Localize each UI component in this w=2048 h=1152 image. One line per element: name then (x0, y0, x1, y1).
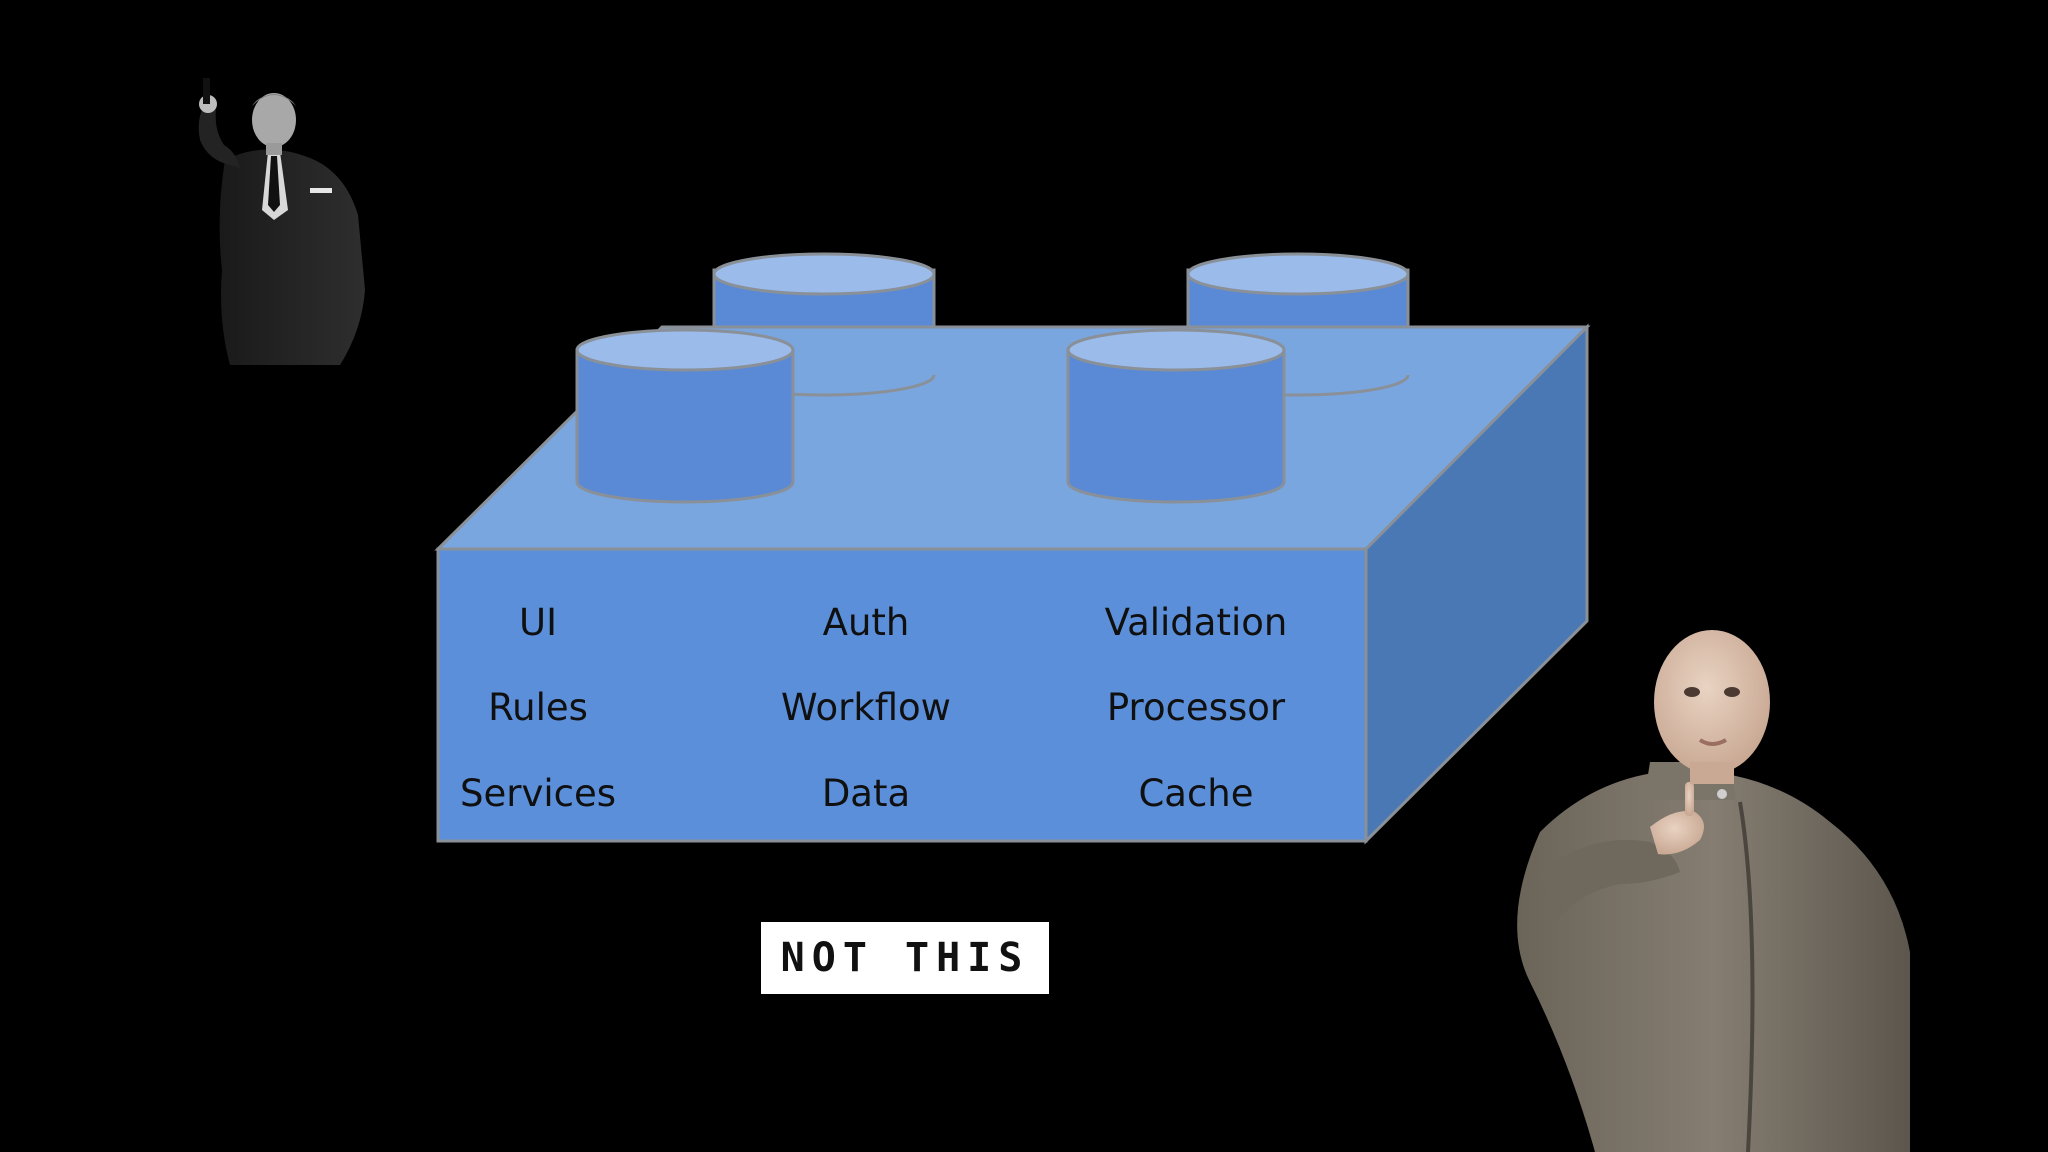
brick-labels: UI Auth Validation Rules Workflow Proces… (438, 586, 1368, 840)
bald-man-figure (1517, 630, 1910, 1152)
stud-front-left (575, 328, 795, 504)
label-services: Services (459, 772, 617, 815)
caption-box: NOT THIS (761, 922, 1049, 994)
label-processor: Processor (1106, 686, 1286, 729)
label-data: Data (821, 772, 911, 815)
stud-front-right (1066, 328, 1286, 504)
label-auth: Auth (822, 601, 910, 644)
label-cache: Cache (1138, 772, 1254, 815)
label-ui: UI (519, 601, 557, 644)
label-workflow: Workflow (781, 686, 951, 729)
man-in-suit-figure (198, 78, 365, 365)
label-rules: Rules (488, 686, 588, 729)
label-validation: Validation (1104, 601, 1288, 644)
brick-front-face (436, 547, 1368, 843)
caption-text: NOT THIS (780, 935, 1030, 981)
